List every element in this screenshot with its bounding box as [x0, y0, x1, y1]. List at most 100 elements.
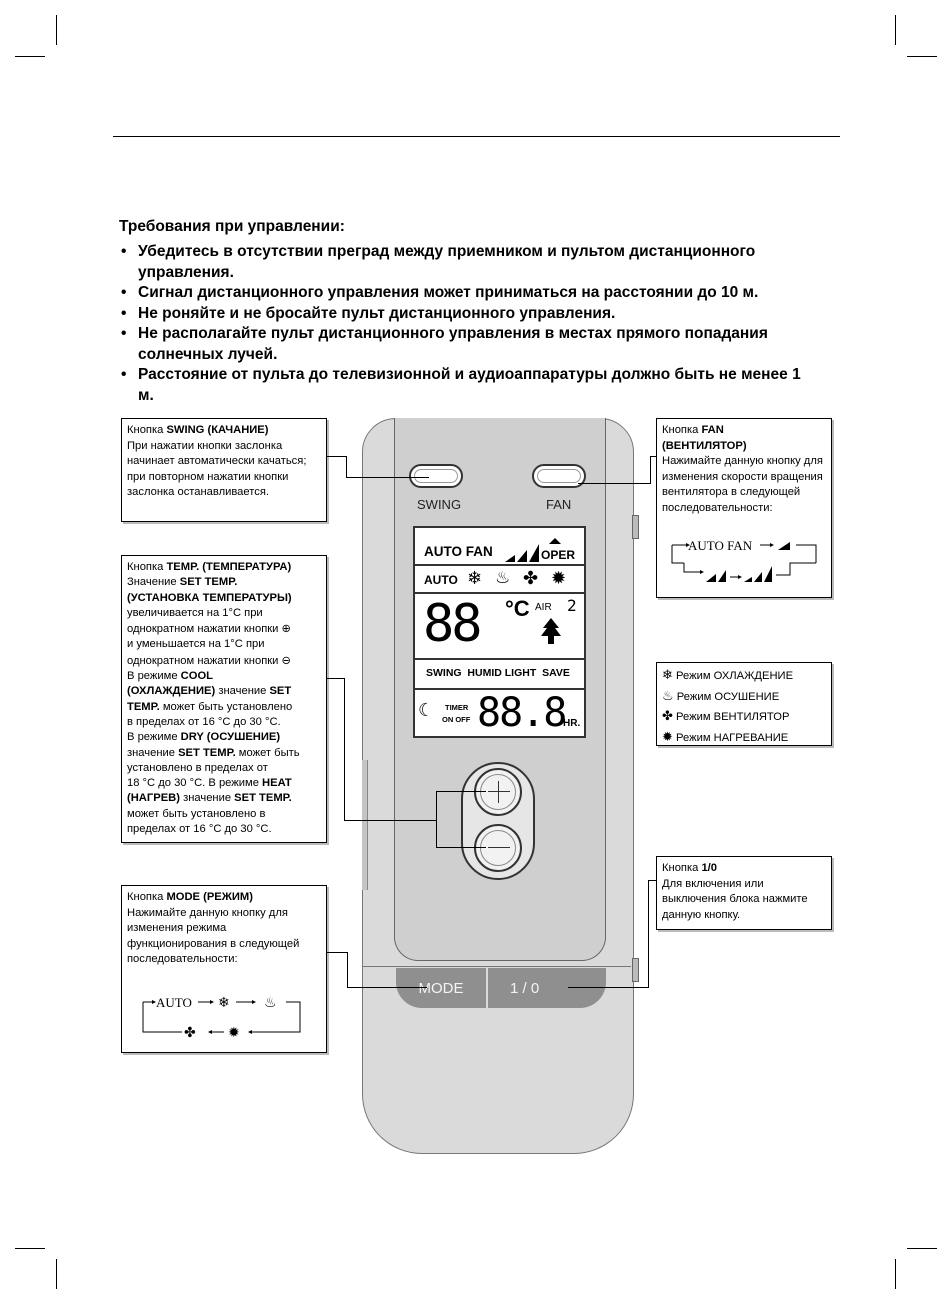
plus-icon	[498, 781, 499, 803]
lcd-auto-fan: AUTO FAN	[424, 544, 493, 559]
plus-circle-icon: ⊕	[281, 622, 291, 636]
plus-icon	[488, 791, 510, 792]
swing-button[interactable]	[409, 464, 463, 488]
leader-line	[346, 456, 347, 478]
heat-icon: ✹	[662, 729, 673, 745]
swing-callout-text: При нажатии кнопки заслонка начинает авт…	[127, 439, 307, 499]
requirements-list: Убедитесь в отсутствии преград между при…	[119, 242, 859, 406]
lcd-divider	[415, 592, 584, 594]
remote-seam	[363, 966, 631, 967]
svg-text:❄: ❄	[218, 995, 230, 1011]
crop-mark	[15, 1248, 45, 1249]
requirement-item: Не располагайте пульт дистанционного упр…	[119, 324, 853, 365]
lcd-hr: HR.	[563, 718, 581, 729]
svg-text:✹: ✹	[228, 1025, 240, 1041]
power-button-label: 1 / 0	[510, 979, 540, 997]
temp-down-button[interactable]	[474, 824, 522, 872]
mode-seq-auto: AUTO	[156, 995, 192, 1010]
lcd-air-label: AIR	[535, 602, 552, 613]
mode-button-label: MODE	[418, 979, 464, 997]
lcd-display: AUTO FAN OPER AUTO ❄ ♨ ✤ ✹ 88 °C AIR 2 S…	[413, 526, 586, 738]
leader-line	[436, 791, 437, 847]
mode-callout-text: Нажимайте данную кнопку для изменения ре…	[127, 906, 300, 966]
minus-circle-icon: ⊖	[281, 653, 291, 667]
remote-side-groove	[362, 760, 368, 890]
leader-line	[327, 678, 344, 679]
leader-line	[327, 952, 347, 953]
remote-side-tab	[632, 515, 639, 539]
crop-mark	[895, 1259, 896, 1289]
mode-callout: Кнопка MODE (РЕЖИМ) Нажимайте данную кно…	[121, 885, 327, 1053]
leader-line	[347, 952, 348, 988]
crop-mark	[56, 15, 57, 45]
leader-line	[578, 483, 650, 484]
mode-legend-item: ✤ Режим ВЕНТИЛЯТОР	[662, 709, 790, 724]
leader-line	[436, 847, 486, 848]
fan-button-label: FAN	[546, 497, 572, 512]
leader-line	[347, 987, 427, 988]
mode-legend-item: ✹ Режим НАГРЕВАНИЕ	[662, 729, 789, 745]
lcd-on-off: ON OFF	[442, 715, 471, 724]
leader-line	[344, 820, 436, 821]
cool-icon: ❄	[662, 668, 673, 683]
fan-seq-auto: AUTO FAN	[688, 538, 753, 553]
minus-icon	[488, 847, 510, 848]
power-callout-text: Для включения или выключения блока нажми…	[662, 877, 808, 921]
leader-line	[436, 791, 486, 792]
fan-callout: Кнопка FAN (ВЕНТИЛЯТОР) Нажимайте данную…	[656, 418, 832, 598]
lcd-auto-mode: AUTO	[424, 573, 458, 587]
fan-callout-text: Нажимайте данную кнопку для изменения ск…	[662, 455, 823, 514]
lcd-air-digit: 2	[567, 596, 577, 615]
crop-mark	[907, 1248, 937, 1249]
leader-line	[346, 477, 429, 478]
header-rule	[113, 136, 840, 137]
svg-text:♨: ♨	[264, 995, 277, 1011]
lcd-timer: TIMER	[445, 703, 469, 712]
leader-line	[648, 880, 656, 881]
fan-speed-bars-icon	[505, 538, 561, 562]
power-button[interactable]: 1 / 0	[488, 968, 606, 1008]
swing-button-label: SWING	[417, 497, 462, 512]
lcd-fan-icon: ✤	[523, 568, 539, 589]
modes-legend: ❄ Режим ОХЛАЖДЕНИЕ ♨ Режим ОСУШЕНИЕ ✤ Ре…	[656, 662, 832, 746]
mode-legend-item: ❄ Режим ОХЛАЖДЕНИЕ	[662, 668, 794, 683]
leader-line	[344, 678, 345, 820]
mode-button[interactable]: MODE	[396, 968, 486, 1008]
lcd-temperature-digits: 88	[423, 594, 483, 654]
fan-icon: ✤	[662, 709, 673, 724]
leader-line	[648, 880, 649, 988]
lcd-divider	[415, 688, 584, 690]
requirement-item: Не роняйте и не бросайте пульт дистанцио…	[119, 304, 859, 325]
fan-button[interactable]	[532, 464, 586, 488]
lcd-timer-digits: 88.8	[477, 690, 567, 736]
requirement-item: Убедитесь в отсутствии преград между при…	[119, 242, 838, 283]
leader-line	[650, 456, 656, 457]
requirement-item: Расстояние от пульта до телевизионной и …	[119, 365, 818, 406]
remote-side-tab	[632, 958, 639, 982]
crop-mark	[56, 1259, 57, 1289]
svg-text:✤: ✤	[184, 1025, 196, 1041]
sleep-moon-icon: ☾	[418, 700, 435, 721]
lcd-celsius: °C	[505, 596, 530, 621]
crop-mark	[15, 56, 45, 57]
lcd-dry-icon: ♨	[495, 568, 511, 588]
power-callout: Кнопка 1/0 Для включения или выключения …	[656, 856, 832, 930]
lcd-heat-icon: ✹	[551, 568, 567, 589]
requirement-item: Сигнал дистанционного управления может п…	[119, 283, 859, 304]
crop-mark	[895, 15, 896, 45]
dry-icon: ♨	[662, 688, 674, 704]
requirements-title: Требования при управлении:	[119, 218, 345, 235]
swing-callout: Кнопка SWING (КАЧАНИЕ) При нажатии кнопк…	[121, 418, 327, 522]
mode-sequence-diagram: ❄ ♨ ✹ ✤	[142, 995, 301, 1041]
lcd-oper: OPER	[541, 548, 576, 562]
leader-line	[568, 987, 648, 988]
leader-line	[327, 456, 346, 457]
leader-line	[650, 456, 651, 484]
crop-mark	[907, 56, 937, 57]
lcd-divider	[415, 658, 584, 660]
tree-icon	[541, 618, 561, 644]
mode-legend-item: ♨ Режим ОСУШЕНИЕ	[662, 688, 780, 704]
fan-sequence-diagram	[671, 542, 817, 582]
lcd-divider	[415, 564, 584, 566]
lcd-cool-icon: ❄	[467, 568, 483, 589]
